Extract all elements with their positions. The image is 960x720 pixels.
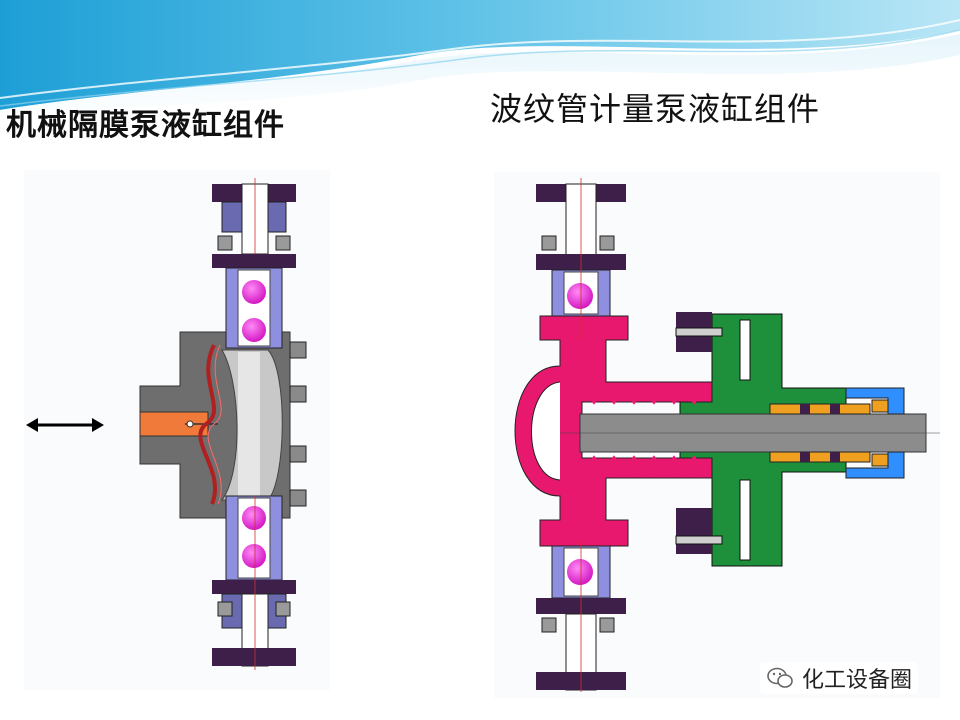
body-bolts <box>289 341 307 507</box>
plunger <box>139 411 218 437</box>
lower-valve-assembly <box>212 495 296 670</box>
lower-valve-assembly-right <box>536 540 626 692</box>
upper-valve-assembly-right <box>536 178 626 340</box>
watermark: 化工设备圈 <box>760 662 919 694</box>
pump-body <box>139 331 291 519</box>
upper-valve-assembly <box>212 178 296 350</box>
bellows-head <box>514 315 713 547</box>
diaphragm <box>198 344 222 505</box>
plunger-shaft <box>560 413 940 453</box>
bellows <box>581 383 707 477</box>
watermark-text: 化工设备圈 <box>802 668 913 693</box>
mechanical-diaphragm-pump <box>26 178 307 670</box>
left-diagram-title: 机械隔膜泵液缸组件 <box>6 108 285 143</box>
wechat-icon <box>767 667 793 688</box>
bellows-metering-pump <box>514 178 940 692</box>
right-diagram-title: 波纹管计量泵液缸组件 <box>490 90 821 128</box>
double-arrow-icon <box>26 418 104 432</box>
seal-assembly <box>769 387 905 479</box>
